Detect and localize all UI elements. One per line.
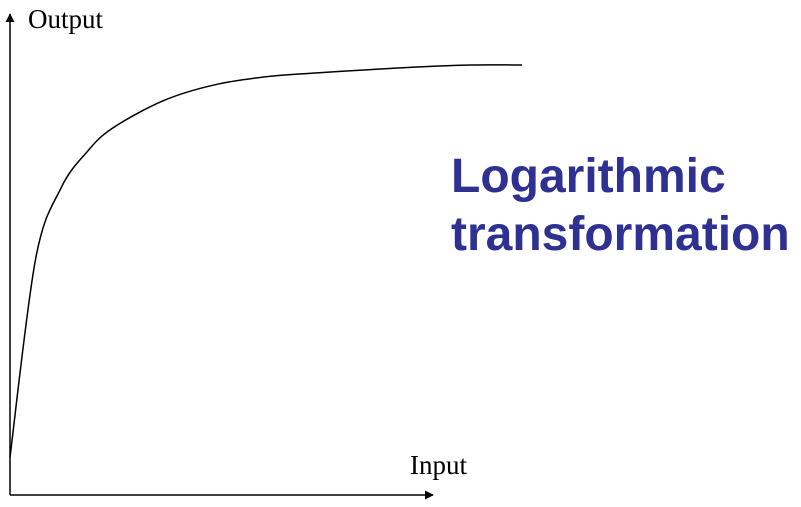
title-line-1: Logarithmic <box>451 150 726 203</box>
x-axis-label: Input <box>410 450 467 480</box>
y-axis-label: Output <box>28 4 104 34</box>
logarithmic-curve <box>9 64 523 458</box>
title-line-2: transformation <box>451 208 790 261</box>
